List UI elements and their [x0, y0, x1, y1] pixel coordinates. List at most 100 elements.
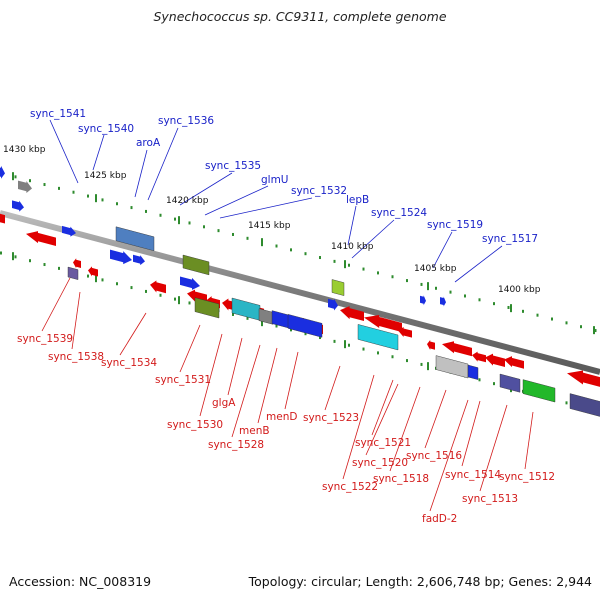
gene-shape: [194, 297, 220, 319]
gene-label[interactable]: sync_1513: [462, 493, 518, 505]
tick-mark: [362, 267, 365, 271]
gene-label[interactable]: sync_1514: [445, 469, 501, 481]
gene-shape: [467, 364, 479, 380]
leader-line: [119, 312, 147, 356]
gene-label[interactable]: sync_1523: [303, 412, 359, 424]
accession-text: Accession: NC_008319: [9, 574, 152, 589]
tick-mark: [14, 255, 17, 259]
gene-shape: [522, 379, 556, 403]
gene-block: [440, 296, 446, 307]
tick-mark: [29, 179, 31, 183]
tick-mark: [116, 282, 118, 286]
gene-shape: [364, 314, 402, 333]
gene-shape: [67, 266, 79, 280]
tick-mark: [304, 252, 307, 256]
gene-block: [398, 326, 412, 338]
gene-shape: [133, 254, 145, 266]
ruler-1430: 1430 kbp: [3, 145, 46, 155]
ruler-1400: 1400 kbp: [498, 285, 541, 295]
gene-block: [357, 324, 399, 351]
leader-line: [351, 219, 395, 259]
gene-label[interactable]: sync_1517: [482, 233, 538, 245]
gene-label[interactable]: menD: [266, 411, 297, 423]
gene-block: [467, 364, 479, 380]
tick-mark: [217, 229, 220, 233]
tick-mark: [101, 198, 104, 202]
tick-mark: [464, 294, 466, 298]
gene-label[interactable]: sync_1536: [158, 115, 214, 127]
gene-label[interactable]: sync_1540: [78, 123, 134, 135]
gene-label[interactable]: sync_1538: [48, 351, 104, 363]
leader-line: [49, 119, 79, 184]
gene-block: [0, 211, 5, 224]
tick-mark: [478, 378, 481, 382]
gene-label[interactable]: sync_1522: [322, 481, 378, 493]
ruler-1420: 1420 kbp: [166, 196, 209, 206]
tick-mark: [12, 252, 14, 261]
genome-backbone: [0, 210, 600, 375]
tick-mark: [427, 282, 429, 291]
tick-mark: [275, 244, 278, 248]
gene-shape: [567, 370, 600, 389]
gene-label[interactable]: sync_1541: [30, 108, 86, 120]
gene-label[interactable]: sync_1539: [17, 333, 73, 345]
gene-shape: [485, 353, 505, 368]
gene-label[interactable]: sync_1532: [291, 185, 347, 197]
gene-block: [271, 310, 291, 329]
gene-label[interactable]: sync_1528: [208, 439, 264, 451]
gene-label[interactable]: sync_1521: [355, 437, 411, 449]
gene-block: [472, 351, 486, 363]
gene-label[interactable]: sync_1534: [101, 357, 157, 369]
gene-shape: [18, 180, 32, 193]
tick-mark: [43, 183, 46, 187]
gene-block: [26, 231, 56, 247]
gene-label[interactable]: sync_1530: [167, 419, 223, 431]
tick-mark: [178, 216, 180, 225]
gene-block: [88, 266, 98, 277]
gene-label[interactable]: sync_1518: [373, 473, 429, 485]
gene-label[interactable]: sync_1535: [205, 160, 261, 172]
tick-mark: [594, 329, 597, 333]
gene-shape: [0, 165, 5, 179]
gene-block: [340, 306, 364, 322]
gene-block: [328, 298, 338, 311]
tick-mark: [203, 225, 205, 229]
gene-features: [0, 165, 600, 418]
gene-label[interactable]: sync_1531: [155, 374, 211, 386]
gene-label[interactable]: sync_1519: [427, 219, 483, 231]
tick-mark: [174, 217, 176, 221]
gene-label[interactable]: sync_1524: [371, 207, 427, 219]
gene-shape: [0, 211, 5, 224]
gene-label[interactable]: sync_1520: [352, 457, 408, 469]
gene-shape: [569, 393, 600, 418]
gene-label[interactable]: menB: [239, 425, 270, 437]
tick-mark: [344, 340, 346, 349]
gene-label[interactable]: aroA: [136, 137, 161, 149]
tick-mark: [406, 359, 408, 363]
gene-label[interactable]: glmU: [261, 174, 289, 186]
gene-shape: [420, 295, 426, 306]
gene-block: [67, 266, 79, 280]
gene-label[interactable]: lepB: [346, 194, 369, 206]
gene-label[interactable]: sync_1516: [406, 450, 462, 462]
tick-mark: [304, 332, 307, 336]
gene-block: [420, 295, 426, 306]
tick-mark: [593, 326, 595, 335]
gene-label[interactable]: fadD-2: [422, 513, 457, 525]
gene-shape: [340, 306, 364, 322]
gene-shape: [472, 351, 486, 363]
topology-text: Topology: circular; Length: 2,606,748 bp…: [248, 574, 592, 589]
gene-shape: [115, 226, 155, 252]
gene-label[interactable]: glgA: [212, 397, 236, 409]
gene-shape: [110, 249, 132, 265]
tick-mark: [319, 256, 321, 260]
leader-line: [179, 172, 233, 206]
gene-label[interactable]: sync_1512: [499, 471, 555, 483]
tick-mark: [188, 221, 191, 225]
tick-mark: [290, 328, 292, 332]
tick-mark: [478, 298, 481, 302]
gene-shape: [499, 373, 521, 393]
ruler-1425: 1425 kbp: [84, 171, 127, 181]
gene-shape: [73, 258, 81, 269]
